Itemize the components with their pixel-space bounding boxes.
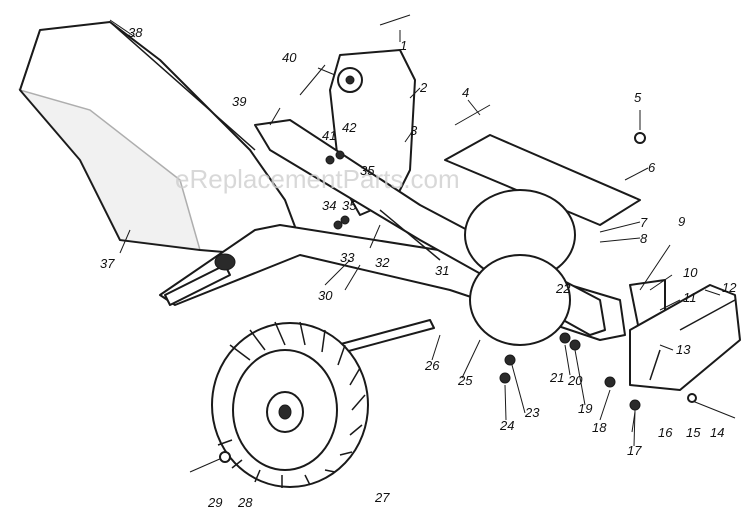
callout-37: 37: [100, 256, 115, 271]
callout-labels: 1 2 3 4 5 6 7 8 9 10 11 12 13 14 15 16 1…: [100, 25, 737, 510]
callout-8: 8: [640, 231, 648, 246]
callout-12: 12: [722, 280, 737, 295]
callout-25: 25: [457, 373, 473, 388]
callout-34: 34: [322, 198, 336, 213]
callout-42: 42: [342, 120, 357, 135]
callout-21: 21: [549, 370, 564, 385]
callout-11: 11: [683, 290, 697, 305]
callout-29: 29: [207, 495, 222, 510]
callout-13: 13: [676, 342, 691, 357]
callout-28: 28: [237, 495, 253, 510]
callout-3: 3: [410, 123, 418, 138]
callout-leaders: [109, 19, 721, 447]
callout-41: 41: [322, 128, 336, 143]
callout-33: 33: [340, 250, 355, 265]
callout-7: 7: [640, 215, 648, 230]
callout-17: 17: [627, 443, 642, 458]
callout-14: 14: [710, 425, 724, 440]
callout-31: 31: [435, 263, 449, 278]
callout-39: 39: [232, 94, 246, 109]
callout-32: 32: [375, 255, 390, 270]
callout-35a: 35: [342, 198, 357, 213]
callout-6: 6: [648, 160, 656, 175]
callout-30: 30: [318, 288, 333, 303]
rear-tire: [464, 189, 576, 346]
callout-27: 27: [374, 490, 390, 505]
watermark-text: eReplacementParts.com: [175, 164, 460, 194]
callout-23: 23: [524, 405, 540, 420]
tine-shaft: [164, 253, 236, 306]
callout-19: 19: [578, 401, 592, 416]
callout-20: 20: [567, 373, 583, 388]
callout-22: 22: [555, 281, 571, 296]
callout-24: 24: [499, 418, 514, 433]
callout-10: 10: [683, 265, 698, 280]
callout-18: 18: [592, 420, 607, 435]
front-weight: [629, 284, 741, 391]
callout-16: 16: [658, 425, 673, 440]
callout-4: 4: [462, 85, 469, 100]
callout-35b: 35: [360, 163, 375, 178]
tine-shield: [17, 21, 301, 256]
callout-2: 2: [419, 80, 428, 95]
callout-26: 26: [424, 358, 440, 373]
callout-1: 1: [400, 38, 407, 53]
drive-wheel: [211, 321, 369, 488]
callout-9: 9: [678, 214, 685, 229]
callout-38: 38: [128, 25, 143, 40]
callout-5: 5: [634, 90, 642, 105]
callout-15: 15: [686, 425, 701, 440]
callout-40: 40: [282, 50, 297, 65]
